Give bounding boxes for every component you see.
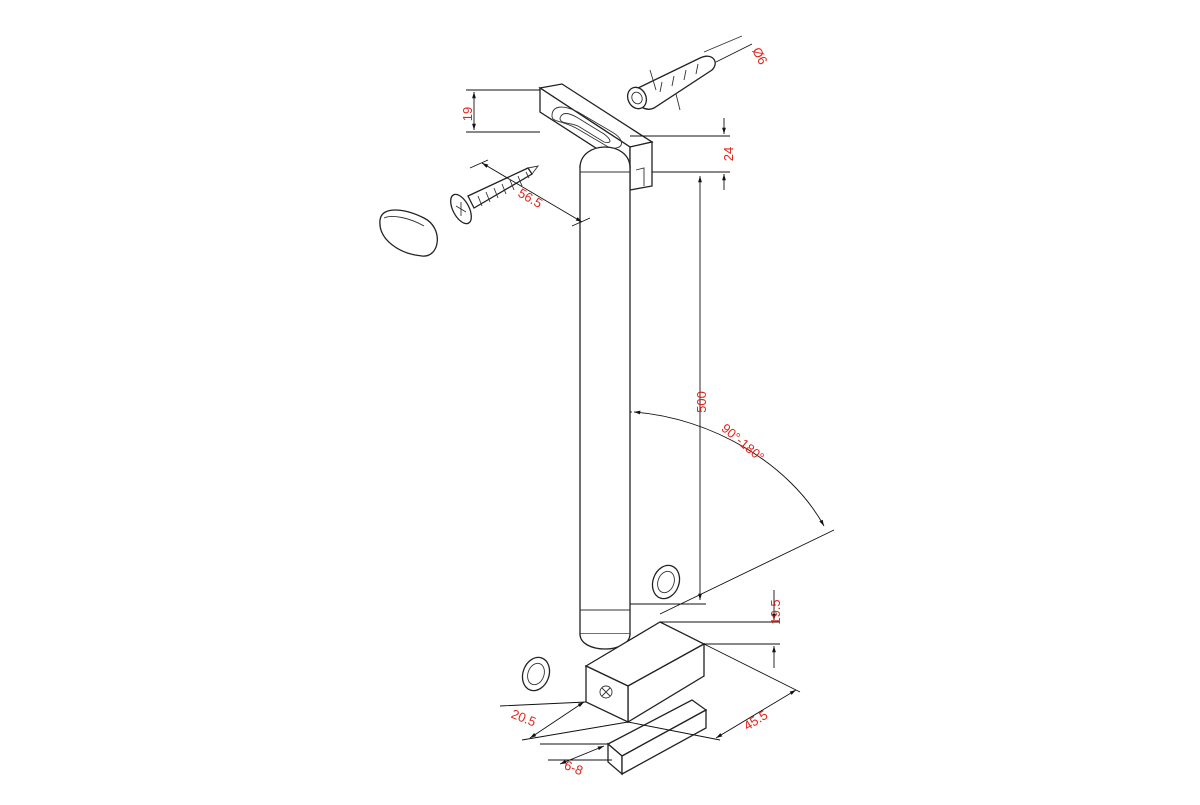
dim-24-label: 24 <box>721 147 736 161</box>
washer-right <box>651 564 681 600</box>
wall-bracket <box>538 83 654 191</box>
dim-6-label: Ø6 <box>749 45 770 67</box>
dim-19-5-label: 19.5 <box>768 599 783 624</box>
dim-500-label: 500 <box>694 391 709 413</box>
glass-clamp <box>584 621 706 724</box>
dim-angle-label: 90°-180° <box>719 420 768 464</box>
main-tube <box>579 146 631 650</box>
wall-plug <box>626 35 743 111</box>
dimension-lines <box>466 43 835 765</box>
end-cap <box>379 209 438 257</box>
dim-20-5-label: 20.5 <box>509 706 538 729</box>
dim-56-5-label: 56.5 <box>516 185 545 211</box>
washer-left <box>521 656 551 692</box>
dim-6-8-label: 6-8 <box>562 757 585 778</box>
dim-45-5-label: 45.5 <box>741 707 770 733</box>
dim-19-label: 19 <box>460 107 475 121</box>
